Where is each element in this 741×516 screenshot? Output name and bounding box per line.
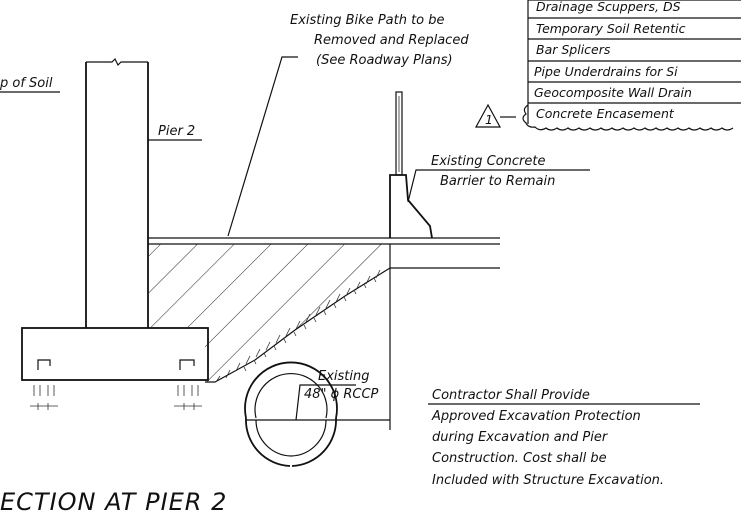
bike-path-label-1: Existing Bike Path to be	[290, 13, 445, 28]
table-row-4: Pipe Underdrains for Si	[534, 64, 678, 79]
table-row-6: Concrete Encasement	[536, 106, 675, 121]
table-row-5: Geocomposite Wall Drain	[534, 85, 692, 100]
bike-path-label-3: (See Roadway Plans)	[316, 53, 453, 68]
bike-path-section	[148, 237, 500, 383]
contractor-note-3: during Excavation and Pier	[432, 430, 609, 445]
contractor-note-1: Contractor Shall Provide	[432, 388, 590, 403]
table-row-2: Temporary Soil Retentic	[536, 21, 686, 36]
contractor-note-2: Approved Excavation Protection	[431, 409, 641, 424]
pier-label: Pier 2	[158, 124, 195, 139]
barrier-label-1: Existing Concrete	[431, 154, 545, 169]
concrete-barrier	[389, 91, 433, 239]
existing-pipe	[244, 244, 391, 467]
leader-lines	[0, 56, 700, 421]
table-row-3: Bar Splicers	[536, 42, 611, 57]
barrier-label-2: Barrier to Remain	[440, 174, 555, 189]
revision-triangle-icon	[474, 103, 502, 128]
pipe-label-2: 48" ϕ RCCP	[304, 387, 379, 402]
quantities-table: Drainage Scuppers, DS Temporary Soil Ret…	[474, 0, 741, 131]
revision-number: 1	[485, 112, 493, 127]
pipe-label-1: Existing	[318, 369, 370, 384]
revision-cloud	[522, 104, 734, 131]
pier-column	[85, 57, 149, 328]
pier-footing	[21, 327, 209, 410]
top-of-soil-label: p of Soil	[0, 76, 53, 91]
bike-path-label-2: Removed and Replaced	[314, 33, 469, 48]
contractor-note-5: Included with Structure Excavation.	[432, 473, 664, 488]
table-row-1: Drainage Scuppers, DS	[536, 0, 681, 14]
contractor-note-4: Construction. Cost shall be	[432, 451, 607, 466]
section-title: ECTION AT PIER 2	[0, 488, 227, 516]
